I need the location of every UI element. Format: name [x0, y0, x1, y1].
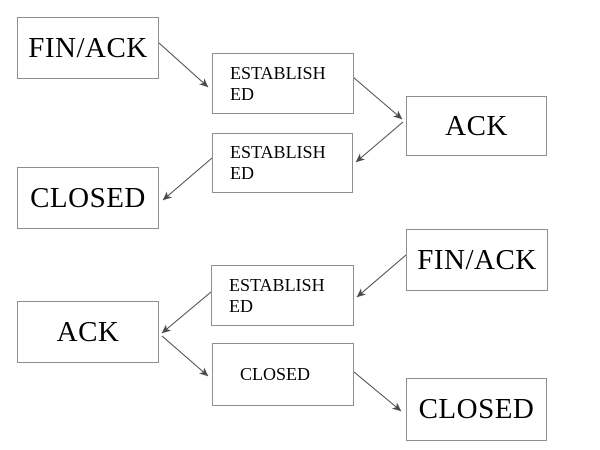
state-box-fin-ack-bottom-right: FIN/ACK [406, 229, 548, 291]
state-box-closed-bottom-right: CLOSED [406, 378, 547, 441]
state-label: ESTABLISH ED [230, 142, 326, 183]
state-label: FIN/ACK [28, 31, 148, 64]
arrow-established-top-to-ack-right [352, 76, 403, 120]
arrow-finack-top-to-established-top [158, 42, 209, 88]
state-box-ack-left: ACK [17, 301, 159, 363]
state-box-fin-ack-top-left: FIN/ACK [17, 17, 159, 79]
state-box-established-top: ESTABLISH ED [212, 53, 354, 114]
arrow-ack-right-to-established-mid [355, 121, 404, 163]
state-box-closed-mid: CLOSED [212, 343, 354, 406]
state-label: ACK [56, 315, 120, 348]
arrow-established-bottom-to-ack-left [161, 291, 212, 334]
state-box-established-mid: ESTABLISH ED [212, 133, 353, 193]
arrow-finack-bottom-to-established-bottom [356, 254, 407, 298]
state-box-established-bottom: ESTABLISH ED [211, 265, 354, 326]
state-label: CLOSED [240, 364, 311, 384]
state-box-closed-left: CLOSED [17, 167, 159, 229]
state-label: CLOSED [30, 181, 146, 214]
arrow-ack-left-to-closed-mid [161, 335, 209, 377]
arrow-established-mid-to-closed-left [162, 157, 213, 201]
state-label: ESTABLISH ED [230, 62, 326, 104]
arrow-closed-mid-to-closed-bottom [353, 371, 402, 412]
state-box-ack-right: ACK [406, 96, 547, 156]
state-label: CLOSED [418, 393, 535, 425]
state-label: ACK [445, 109, 508, 142]
state-label: FIN/ACK [417, 243, 537, 276]
state-label: ESTABLISH ED [229, 274, 325, 316]
